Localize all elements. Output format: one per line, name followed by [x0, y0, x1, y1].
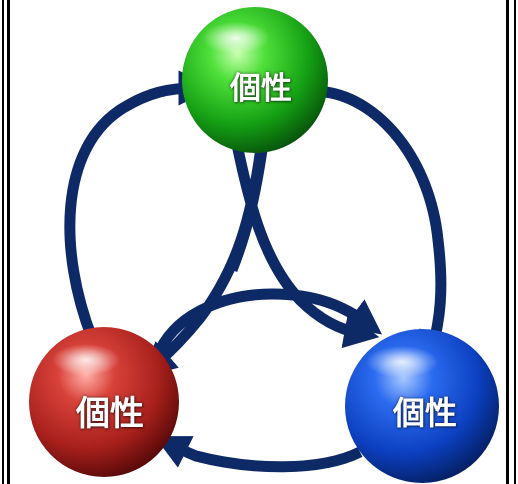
node-label-right: 個性: [370, 388, 480, 434]
arrow-left-to-top: [70, 88, 196, 338]
node-label-top: 個性: [211, 63, 311, 108]
arrow-right-to-left-bottom: [170, 444, 360, 467]
node-label-left: 個性: [55, 386, 165, 435]
